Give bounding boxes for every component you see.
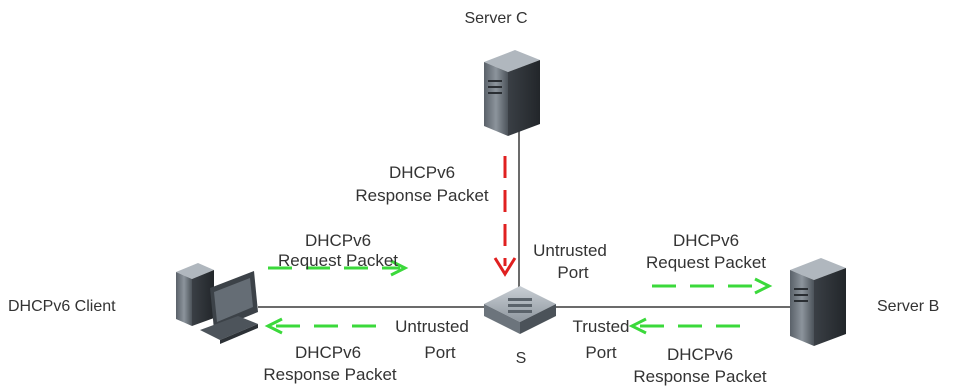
server-b-request-line2: Request Packet	[645, 253, 767, 272]
client-request-arrow	[268, 259, 409, 277]
client-response-arrow	[264, 317, 384, 335]
client-response-line2: Response Packet	[263, 365, 397, 384]
server-b-response-line1: DHCPv6	[666, 345, 734, 364]
right-port-line2: Port	[585, 343, 617, 362]
left-port-line2: Port	[424, 343, 456, 362]
server-c-response-line1: DHCPv6	[388, 163, 456, 182]
server-b-response-line2: Response Packet	[633, 367, 767, 386]
client-request-line1: DHCPv6	[304, 231, 372, 250]
client-request-line2: Request Packet	[277, 251, 399, 270]
client-pc-icon	[176, 263, 258, 344]
switch-label: S	[515, 350, 527, 367]
server-b-icon	[790, 258, 846, 346]
server-b-request-arrow	[652, 277, 773, 295]
left-port-line1: Untrusted	[395, 317, 469, 336]
top-port-line2: Port	[557, 263, 589, 282]
client-response-line1: DHCPv6	[294, 343, 362, 362]
server-b-request-line1: DHCPv6	[672, 231, 740, 250]
server-b-label: Server B	[877, 298, 940, 315]
client-label: DHCPv6 Client	[8, 298, 116, 315]
server-b-response-arrow	[628, 317, 750, 335]
top-port-line1: Untrusted	[533, 241, 607, 260]
server-c-response-line2: Response Packet	[355, 186, 489, 205]
server-c-label: Server C	[464, 10, 528, 27]
blocked-response-arrow	[493, 156, 517, 277]
server-c-icon	[484, 50, 540, 136]
switch-icon	[484, 286, 556, 334]
right-port-line1: Trusted	[572, 317, 630, 336]
